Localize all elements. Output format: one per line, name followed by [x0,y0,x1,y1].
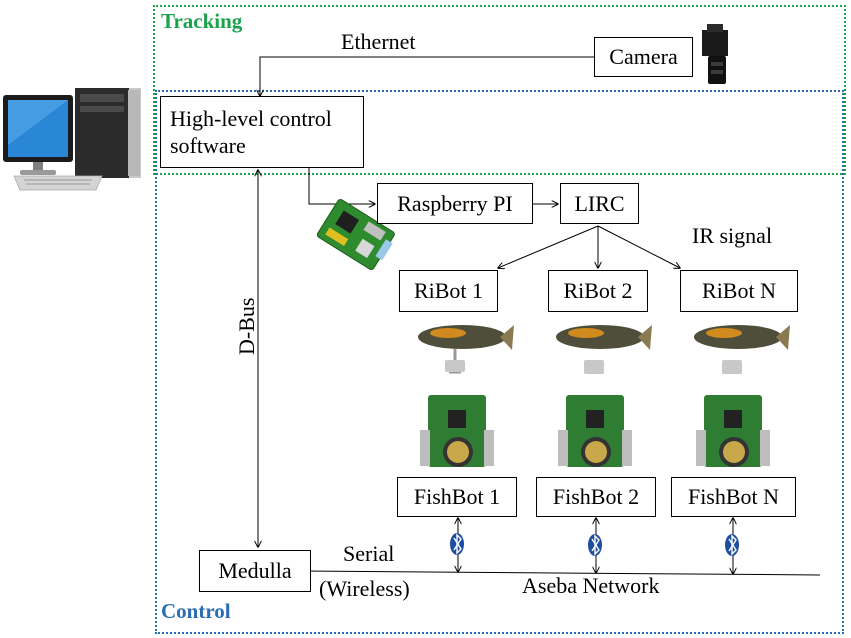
ethernet-label: Ethernet [341,29,416,54]
medulla-node: Medulla [199,550,311,592]
tracking-region [153,5,846,175]
lirc-to-ribotn-connector [597,225,680,268]
tracking-title: Tracking [161,9,243,33]
raspberry-pi-board-icon [316,199,395,271]
fishbot-board-icon [558,395,632,467]
lirc-node: LIRC [560,183,639,224]
fishbot-board-icon [696,395,770,467]
ribot-n-node: RiBot N [680,270,798,312]
ethernet-connector [260,56,594,96]
lirc-to-ribot1-connector [498,225,599,268]
ribot-fish-icon [556,325,652,374]
fishbot-n-node: FishBot N [671,477,796,517]
ribot-1-node: RiBot 1 [399,270,498,312]
wireless-label: (Wireless) [319,576,410,601]
dbus-label: D-Bus [234,297,259,355]
ir-signal-label: IR signal [692,223,773,248]
high-level-control-line2: software [170,133,246,158]
raspberry-pi-node: Raspberry PI [377,183,533,224]
fishbot-1-node: FishBot 1 [397,477,517,517]
computer-icon [3,88,141,191]
control-title: Control [161,599,231,623]
bluetooth-icon [725,534,739,556]
aseba-network-label: Aseba Network [522,573,660,598]
high-level-control-line1: High-level control [170,105,332,131]
ribot-2-node: RiBot 2 [548,270,648,312]
bluetooth-icon [588,534,602,556]
ribot-fish-icon [418,325,514,374]
ribot-fish-icon [694,325,790,374]
hl-to-raspberry-connector [308,168,375,204]
high-level-control-node: High-level control software [160,96,364,168]
serial-label: Serial [343,541,395,566]
camera-node: Camera [594,37,693,77]
control-region [155,90,844,634]
bluetooth-icon [450,533,464,555]
fishbot-board-icon [420,395,494,467]
camera-icon [702,24,728,84]
fishbot-2-node: FishBot 2 [536,477,656,517]
